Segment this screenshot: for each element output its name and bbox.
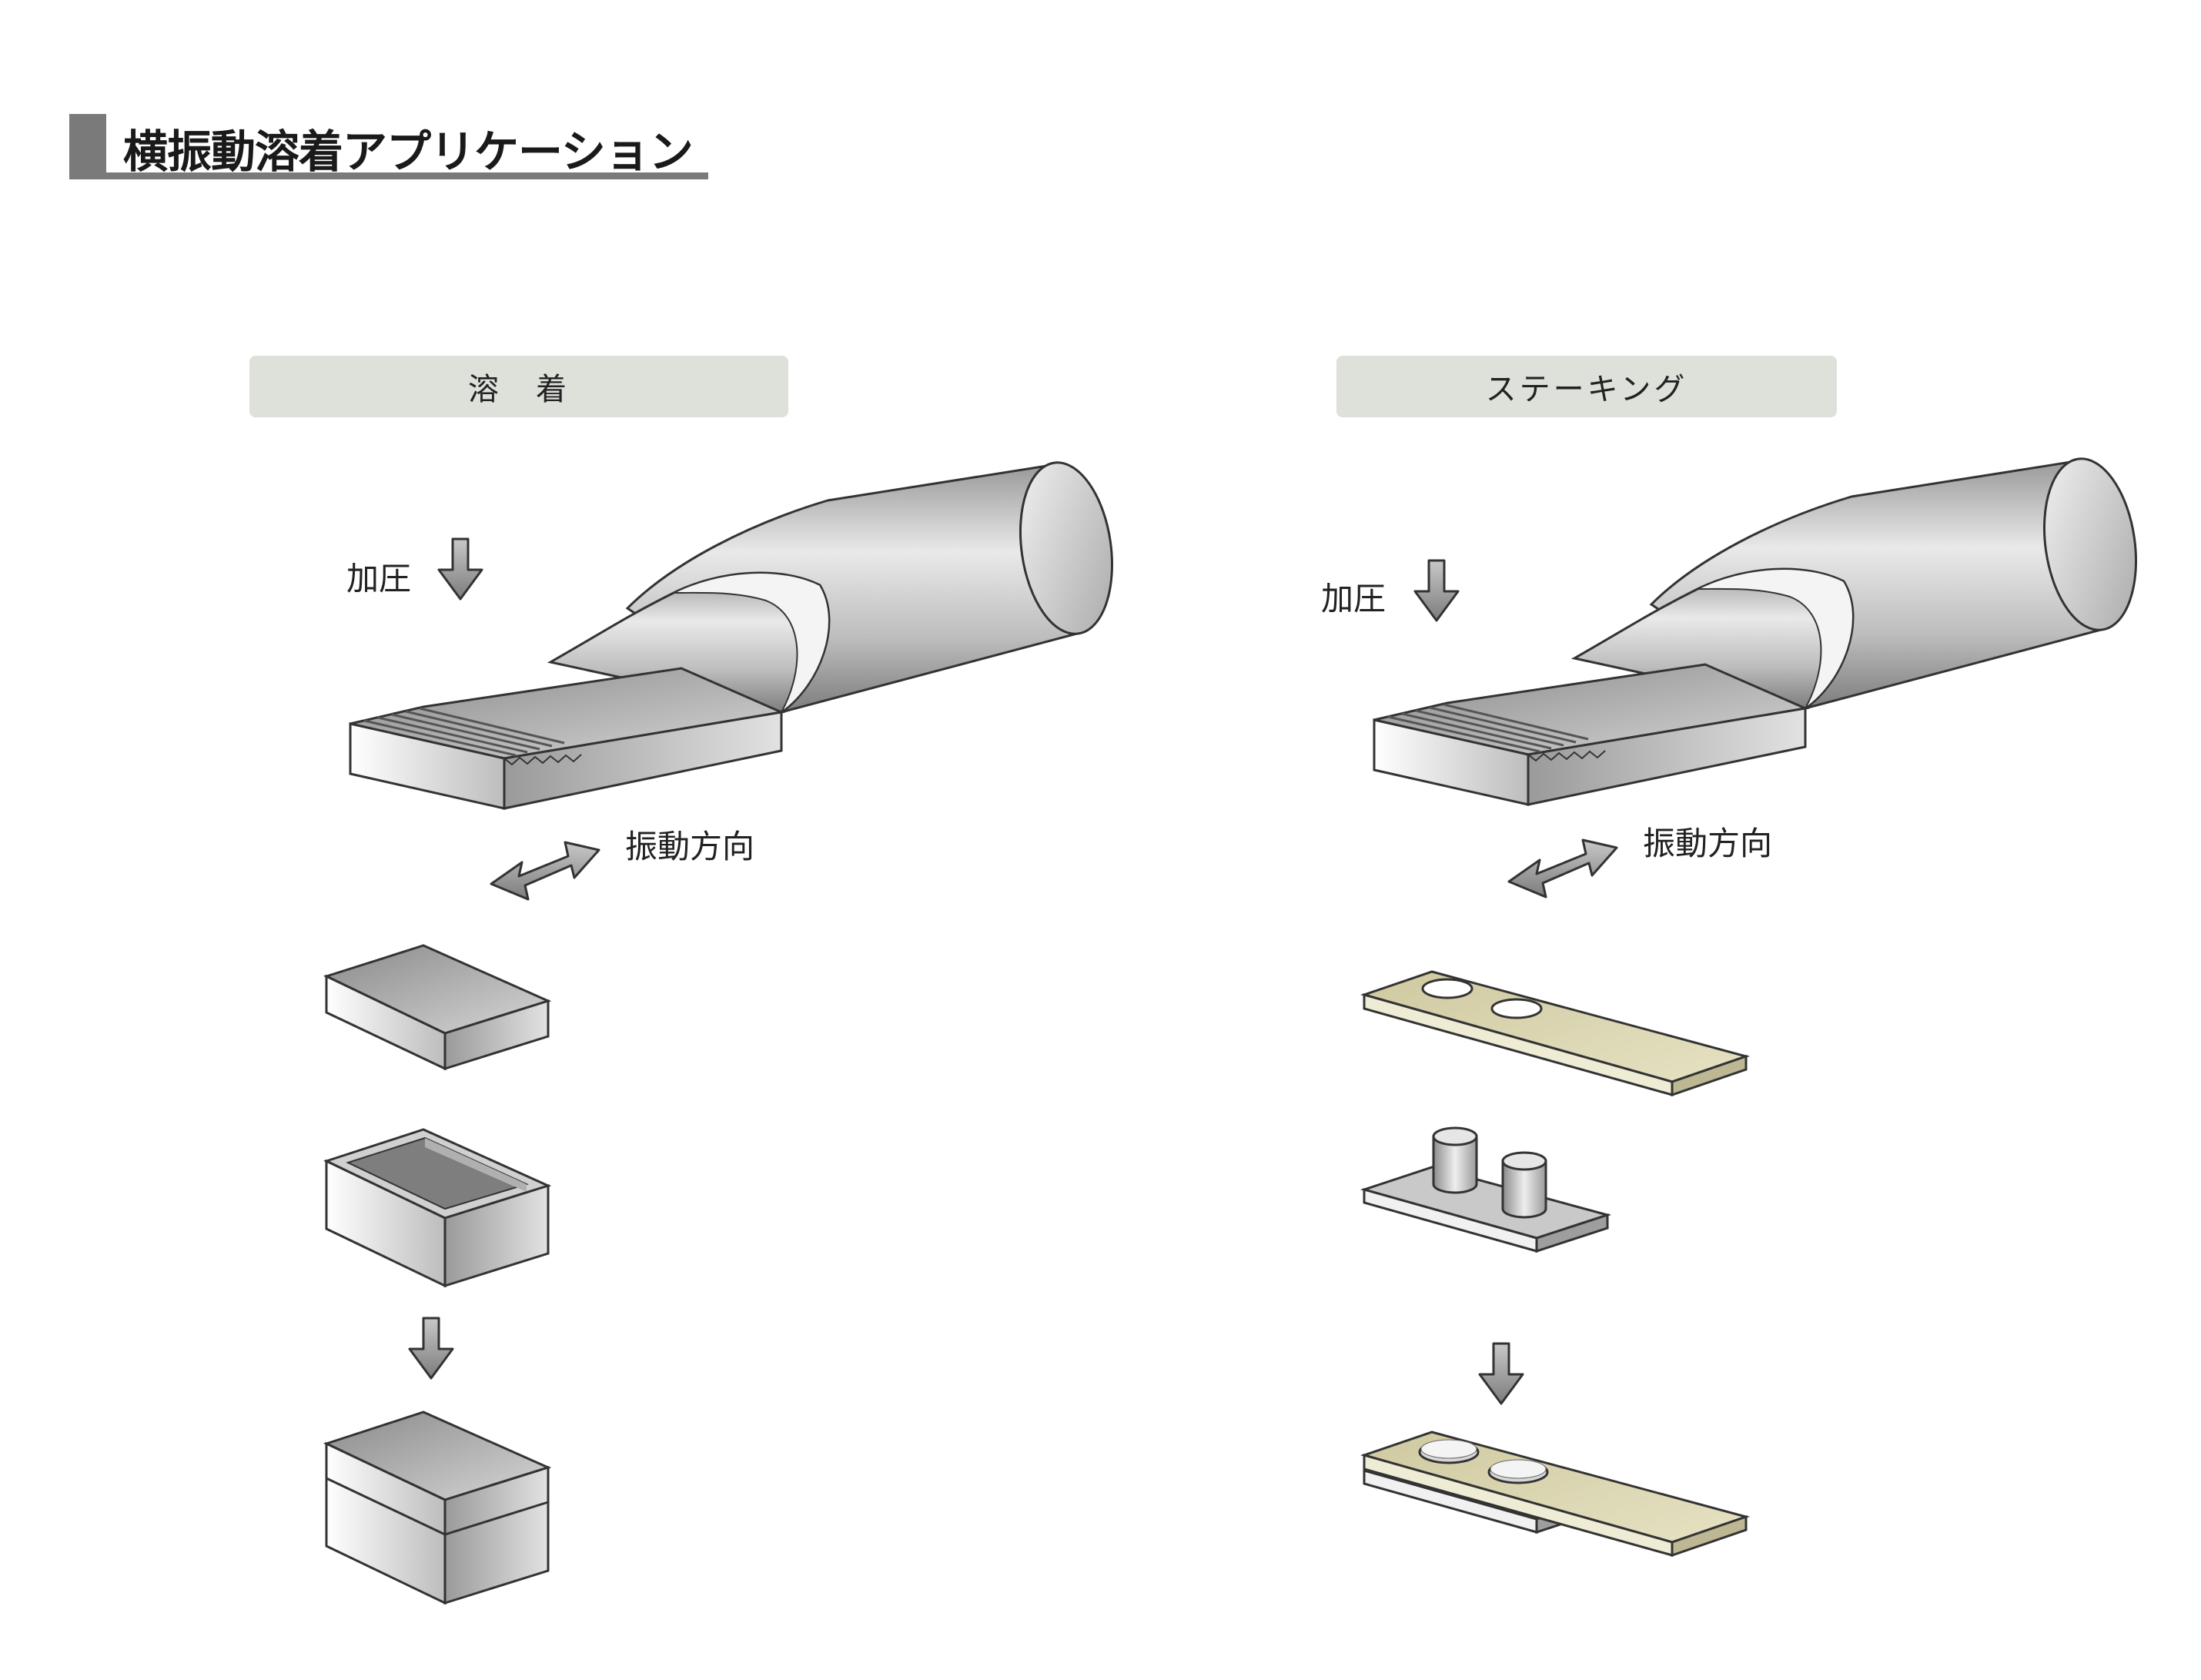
welding-horn [349, 455, 1124, 810]
staking-vibration-label: 振動方向 [1643, 825, 1773, 862]
welding-pressure-arrow-icon [437, 537, 483, 601]
welding-result-arrow-icon [408, 1317, 454, 1380]
page-title: 横振動溶着アプリケーション [123, 125, 694, 178]
welding-pressure-label: 加圧 [346, 560, 412, 597]
welding-vibration-arrow-icon [490, 841, 600, 901]
staking-section-header: ステーキング [1336, 356, 1837, 417]
staking-plate-with-holes [1360, 970, 1751, 1097]
staking-horn [1373, 451, 2148, 806]
welding-open-box [323, 1128, 552, 1288]
title-underline [69, 172, 708, 179]
staking-base-with-pins [1360, 1126, 1612, 1253]
staking-result-arrow-icon [1478, 1342, 1524, 1405]
staking-pressure-label: 加圧 [1321, 580, 1386, 617]
welding-section-header: 溶 着 [249, 356, 788, 417]
welding-result-box [323, 1411, 552, 1605]
page-title-block: 横振動溶着アプリケーション [69, 114, 708, 179]
staking-result-assembly [1360, 1431, 1751, 1558]
welding-lid-block [323, 944, 552, 1071]
staking-pressure-arrow-icon [1413, 559, 1460, 622]
welding-vibration-label: 振動方向 [625, 828, 755, 865]
staking-vibration-arrow-icon [1507, 838, 1618, 899]
title-marker-bar [69, 114, 106, 177]
